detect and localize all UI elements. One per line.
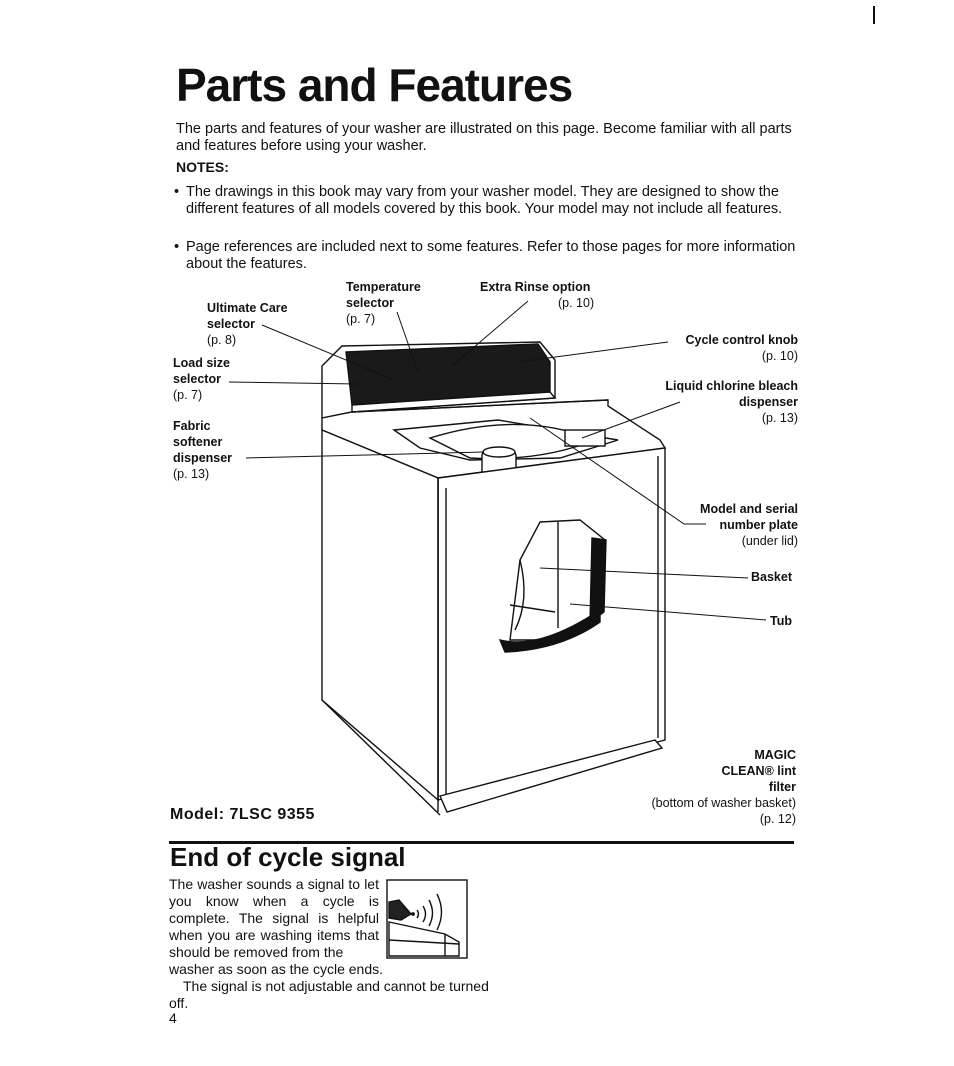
label-temperature-name: Temperature selector <box>346 280 421 310</box>
label-bleach: Liquid chlorine bleach dispenser (p. 13) <box>660 378 798 426</box>
signal-paragraph-note: The signal is not adjustable and cannot … <box>169 978 489 1011</box>
label-model-plate-name: Model and serial number plate <box>700 502 798 532</box>
page-number: 4 <box>169 1010 177 1026</box>
signal-paragraph-continued: washer as soon as the cycle ends. <box>169 961 384 977</box>
label-lint-filter-name: MAGIC CLEAN® lint filter <box>721 748 796 794</box>
page-ref: (p. 13) <box>761 411 798 425</box>
label-extra-rinse: Extra Rinse option (p. 10) <box>480 279 594 311</box>
section-title: End of cycle signal <box>170 842 406 872</box>
intro-paragraph: The parts and features of your washer ar… <box>176 121 792 154</box>
signal-illustration <box>386 879 468 959</box>
label-ultimate-care-name: Ultimate Care selector <box>207 301 288 331</box>
page-ref: (p. 7) <box>173 388 203 402</box>
page-ref: (p. 13) <box>173 467 210 481</box>
page-ref: (p. 10) <box>558 296 595 310</box>
label-basket: Basket <box>751 569 792 585</box>
label-ultimate-care: Ultimate Care selector (p. 8) <box>207 300 307 348</box>
page-ref: (p. 7) <box>346 312 376 326</box>
page-ref: (p. 12) <box>759 812 796 826</box>
model-number: Model: 7LSC 9355 <box>170 806 315 823</box>
signal-paragraph: The washer sounds a signal to let you kn… <box>169 876 379 960</box>
section-divider <box>169 841 794 844</box>
label-cycle-knob: Cycle control knob (p. 10) <box>640 332 798 364</box>
label-model-plate: Model and serial number plate (under lid… <box>680 501 798 549</box>
label-lint-filter-note: (bottom of washer basket) <box>651 796 796 810</box>
label-tub: Tub <box>770 613 792 629</box>
page-ref: (p. 10) <box>761 349 798 363</box>
page-title: Parts and Features <box>176 59 573 111</box>
label-bleach-name: Liquid chlorine bleach dispenser <box>665 379 798 409</box>
page-ref: (under lid) <box>741 534 798 548</box>
label-tub-name: Tub <box>770 614 792 628</box>
note-item: Page references are included next to som… <box>174 239 806 273</box>
note-item: The drawings in this book may vary from … <box>174 184 806 218</box>
label-lint-filter: MAGIC CLEAN® lint filter (bottom of wash… <box>620 747 796 827</box>
label-fabric-softener: Fabric softener dispenser (p. 13) <box>173 418 241 482</box>
label-cycle-knob-name: Cycle control knob <box>685 333 798 347</box>
corner-mark <box>873 6 875 24</box>
label-fabric-softener-name: Fabric softener dispenser <box>173 419 233 465</box>
label-load-size-name: Load size selector <box>173 356 230 386</box>
notes-heading: NOTES: <box>176 159 229 175</box>
label-load-size: Load size selector (p. 7) <box>173 355 243 403</box>
label-basket-name: Basket <box>751 570 792 584</box>
label-temperature: Temperature selector (p. 7) <box>346 279 436 327</box>
label-extra-rinse-name: Extra Rinse option <box>480 280 591 294</box>
page-ref: (p. 8) <box>207 333 237 347</box>
